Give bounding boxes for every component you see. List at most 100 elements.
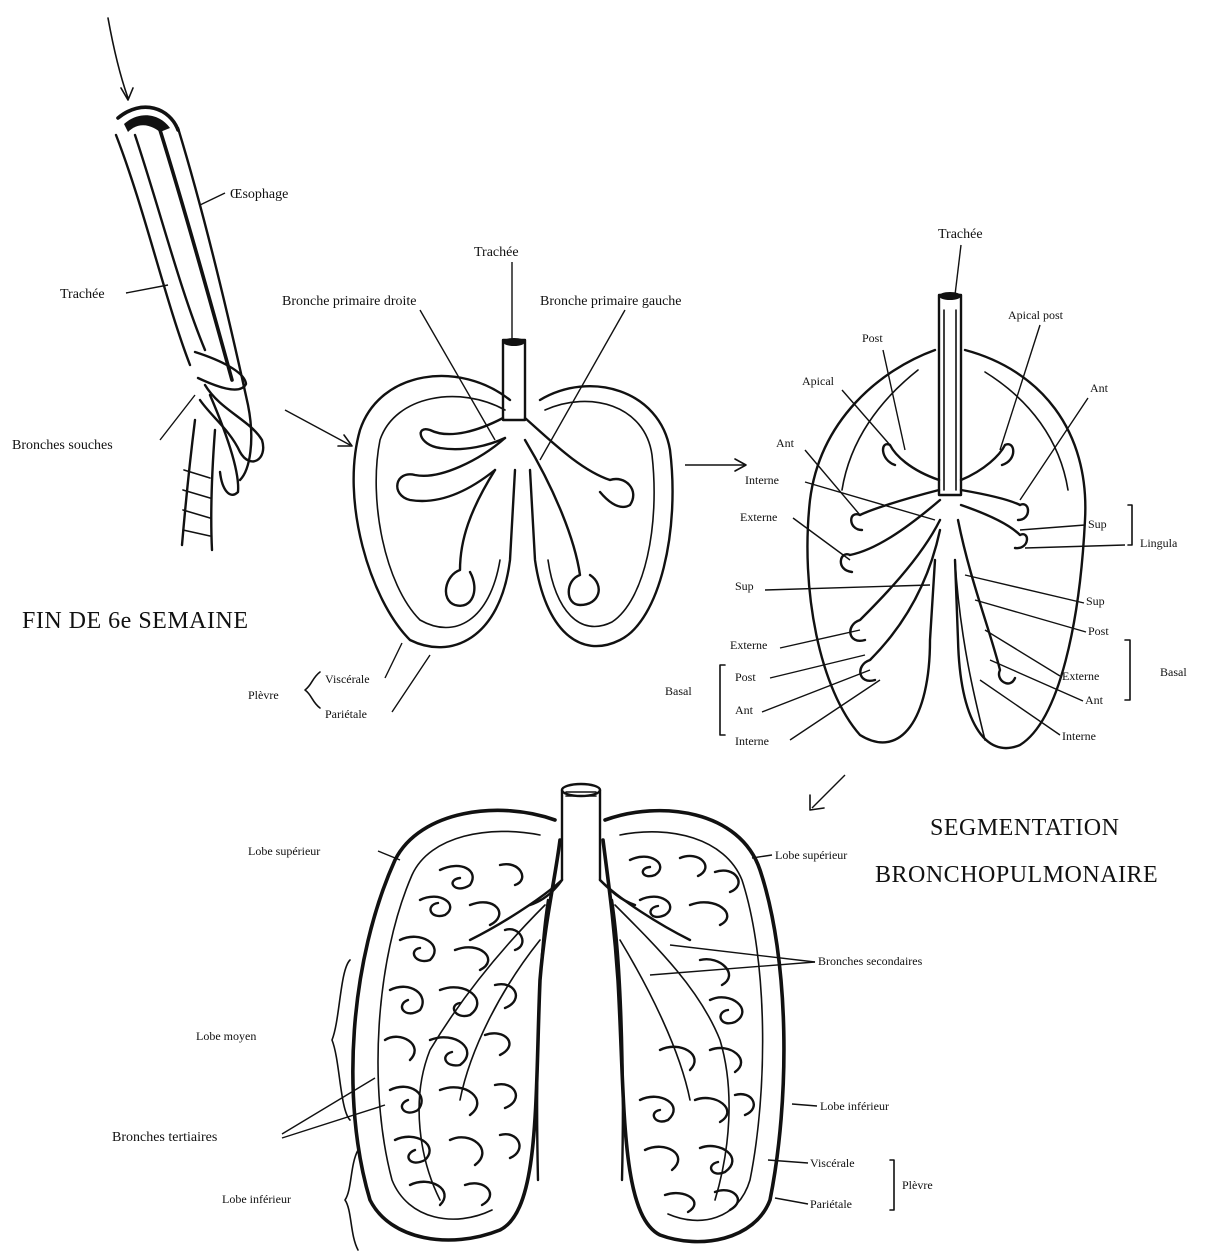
brace-middle-lobe [332,960,350,1120]
right-pleura-inner-stage3 [842,370,918,490]
leader-main-bronchi [160,395,195,440]
right-lung-outline-stage4 [353,810,560,1240]
right-upper-bud [421,418,505,449]
brace-pleura-stage4 [890,1160,894,1210]
leader-parietal-stage4 [775,1198,808,1204]
label-apical: Apical [802,374,835,388]
leader-externe [793,518,850,560]
label-right-primary: Bronche primaire droite [282,294,417,309]
left-lung-outline-stage4 [603,811,784,1242]
label-secondary-bronchi: Bronches secondaires [818,954,923,968]
leader-interne-left [980,680,1060,735]
label-middle-lobe: Lobe moyen [196,1029,256,1043]
leader-lower-lobe-left [792,1104,817,1106]
leader-post-b [770,655,865,678]
label-trachea-stage2: Trachée [474,245,519,260]
label-lingula: Lingula [1140,536,1178,550]
caption-stage1: FIN DE 6e SEMAINE [22,608,248,634]
label-pleura-stage4: Plèvre [902,1178,933,1192]
label-upper-lobe-left: Lobe supérieur [775,848,847,862]
label-main-bronchi: Bronches souches [12,438,113,453]
leader-ant-left [1020,398,1088,500]
label-trachea-stage3: Trachée [938,227,983,242]
label-ant-b: Ant [735,703,754,717]
brace-lower-lobe-right [345,1150,358,1250]
leader-sup-right [765,585,930,590]
stage3-figure: Trachée Post Apical post Apical Ant Ant … [665,227,1187,748]
leader-oesophagus [200,193,225,205]
left-lower-bud [525,440,599,605]
trachea-stage2 [503,340,525,420]
leader-parietal [392,655,430,712]
left-pleura-inner-stage3 [985,372,1068,490]
label-externe-b: Externe [730,638,767,652]
caption-stage4-line1: SEGMENTATION [930,815,1119,841]
label-sup-right: Sup [735,579,754,593]
oesophagus-lower-left [182,420,195,545]
label-post-left: Post [1088,624,1109,638]
label-interne-left: Interne [1062,729,1096,743]
bud-apical-post [961,444,1013,480]
trachea-stage3 [939,295,961,495]
arrowhead-stage1-to-2 [338,435,352,446]
leader-visceral [385,643,402,678]
brace-lingula [1128,505,1132,545]
label-lower-lobe-left: Lobe inférieur [820,1099,889,1113]
brace-pleura [305,672,320,708]
trachea-stage3-rings [944,310,956,490]
right-tertiary-bronchi-pattern [385,864,545,1205]
label-parietal-stage4: Pariétale [810,1197,852,1211]
right-lower-bud [446,470,495,606]
label-externe: Externe [740,510,777,524]
right-lung-outline-stage3 [807,350,935,742]
leader-apical [842,390,890,445]
bud-sup-right [850,520,940,641]
leader-interne-b [790,680,880,740]
leader-post-left [975,600,1086,632]
leader-tertiary-bronchi-1 [282,1078,375,1134]
label-upper-lobe-right: Lobe supérieur [248,844,320,858]
bud-apical [883,444,939,480]
leader-left-primary [540,310,625,460]
bud-lingula [961,505,1027,548]
leader-trachea [126,285,168,293]
arrow-stage3-to-4 [812,775,845,808]
bud-basal-right [860,530,940,681]
trachea-stage4-top [562,784,600,796]
leader-right-primary [420,310,495,440]
bud-ant-left [961,490,1028,520]
leader-trachea-stage3 [955,245,961,295]
label-tertiary-bronchi: Bronches tertiaires [112,1130,217,1145]
left-pleura-inner-stage4 [620,832,763,1221]
arrow-stage1-to-2 [285,410,350,445]
label-sup-l2: Sup [1086,594,1105,608]
label-visceral-stage4: Viscérale [810,1156,855,1170]
label-apical-post: Apical post [1008,308,1064,322]
brace-basal-right [720,665,725,735]
label-parietal-stage2: Pariétale [325,707,367,721]
pointer-arrow [108,18,128,98]
left-lung-outline-stage3 [955,350,1085,748]
label-trachea-stage1: Trachée [60,287,105,302]
label-sup-left: Sup [1088,517,1107,531]
label-basal-right: Basal [665,684,692,698]
label-pleura-stage2: Plèvre [248,688,279,702]
oesophagus-lower-right [211,430,215,550]
bud-ant-right [851,490,939,530]
mediastinal-edges-stage4 [537,900,623,1180]
stage1-figure: Œsophage Trachée Bronches souches FIN DE… [12,18,288,634]
left-lung-pleura-outer [530,386,673,646]
label-ant-left: Ant [1090,381,1109,395]
stage4-figure: Lobe supérieur Lobe supérieur SEGMENTATI… [112,784,1158,1250]
trachea-stage3-top [939,292,961,300]
oesophagus-outline [160,130,232,380]
left-upper-bud [525,418,633,507]
stage2-figure: Trachée Bronche primaire droite Bronche … [248,245,682,721]
leader-secondary-bronchi-2 [670,945,815,962]
label-visceral-stage2: Viscérale [325,672,370,686]
label-oesophagus: Œsophage [230,187,288,202]
label-interne: Interne [745,473,779,487]
leader-tertiary-bronchi-2 [282,1105,385,1138]
leader-sup-left [1020,525,1085,530]
trachea-stage2-top [503,338,525,346]
